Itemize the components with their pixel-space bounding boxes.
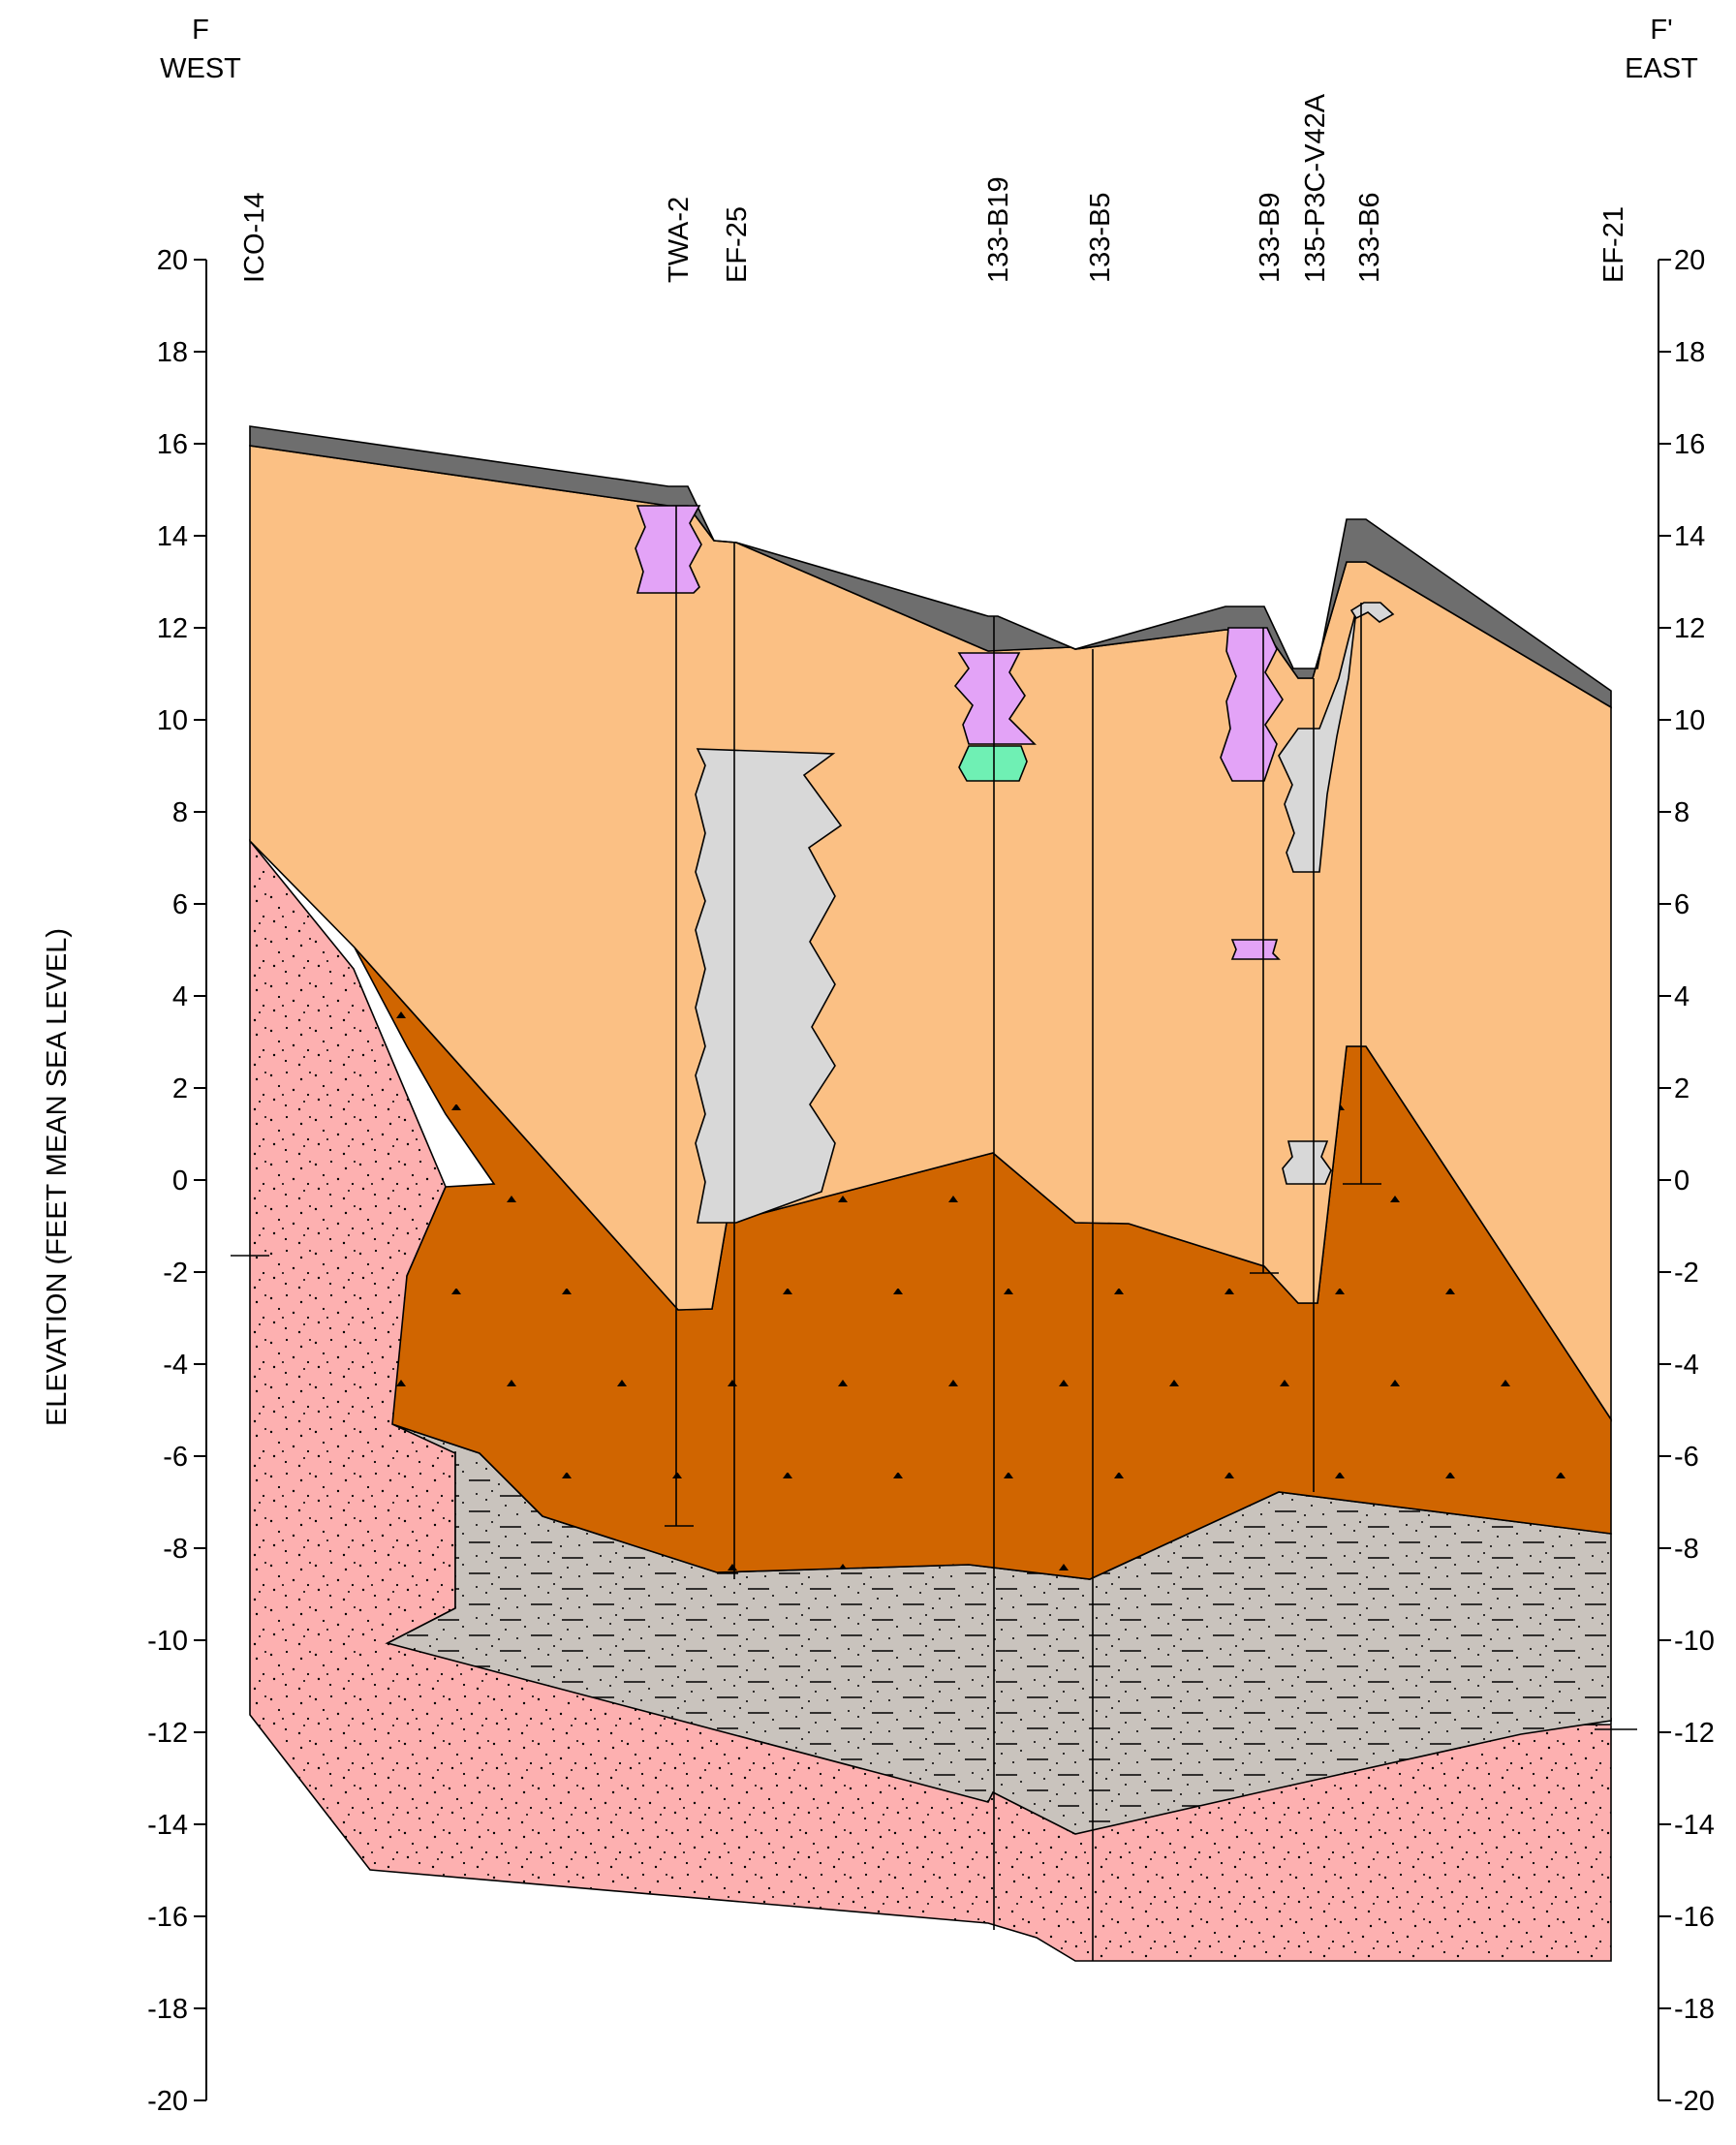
right-tick-label: 14: [1674, 521, 1705, 552]
left-axis: 20181614121086420-2-4-6-8-10-12-14-16-18…: [147, 245, 207, 2117]
right-tick-label: -18: [1674, 1994, 1715, 2025]
lens-gray-v42a: [1278, 609, 1357, 873]
lens-gray-ef25: [695, 748, 843, 1224]
right-axis: 20181614121086420-2-4-6-8-10-12-14-16-18…: [1658, 245, 1715, 2117]
boring-label: 133-B6: [1354, 192, 1385, 283]
right-tick-label: 0: [1674, 1166, 1690, 1197]
east-letter: F': [1650, 15, 1672, 46]
boring-label: ICO-14: [239, 193, 270, 283]
left-tick-label: -12: [147, 1718, 188, 1749]
right-tick-label: 4: [1674, 981, 1690, 1012]
east-label: EAST: [1625, 53, 1698, 84]
left-tick-label: -18: [147, 1994, 188, 2025]
right-tick-label: -4: [1674, 1350, 1699, 1381]
right-tick-label: 2: [1674, 1073, 1690, 1104]
left-tick-label: -8: [163, 1534, 188, 1565]
west-letter: F: [192, 15, 209, 46]
lens-green-b19: [958, 745, 1028, 782]
left-tick-label: -14: [147, 1810, 188, 1841]
left-tick-label: 0: [172, 1166, 188, 1197]
right-tick-label: 10: [1674, 705, 1705, 736]
lens-purple-b19: [953, 652, 1037, 745]
boring-label: 133-B5: [1085, 192, 1116, 283]
left-tick-label: -10: [147, 1626, 188, 1657]
lens-purple-twa2: [635, 505, 702, 594]
right-tick-label: -10: [1674, 1626, 1715, 1657]
left-tick-label: -4: [163, 1350, 188, 1381]
left-tick-label: 20: [157, 245, 188, 276]
left-tick-label: 16: [157, 429, 188, 460]
boring-label: TWA-2: [664, 197, 695, 283]
left-tick-label: -20: [147, 2086, 188, 2117]
left-tick-label: -2: [163, 1258, 188, 1289]
right-tick-label: 16: [1674, 429, 1705, 460]
right-tick-label: -8: [1674, 1534, 1699, 1565]
right-tick-label: -12: [1674, 1718, 1715, 1749]
left-tick-label: 18: [157, 337, 188, 368]
lens-purple-b9: [1220, 627, 1284, 782]
left-tick-label: -16: [147, 1902, 188, 1933]
left-tick-label: 8: [172, 797, 188, 828]
right-tick-label: 6: [1674, 889, 1690, 920]
right-tick-label: -14: [1674, 1810, 1715, 1841]
left-tick-label: 10: [157, 705, 188, 736]
left-tick-label: 2: [172, 1073, 188, 1104]
boring-label: 135-P3C-V42A: [1300, 93, 1331, 283]
boring-label: 133-B19: [983, 176, 1014, 283]
left-tick-label: -6: [163, 1442, 188, 1473]
boring-label: EF-25: [722, 206, 753, 283]
boring-lines: [231, 506, 1637, 1961]
right-tick-label: -6: [1674, 1442, 1699, 1473]
left-tick-label: 14: [157, 521, 188, 552]
right-tick-label: -16: [1674, 1902, 1715, 1933]
boring-labels: ICO-14 TWA-2 EF-25 133-B19 133-B5 133-B9 135-P…: [239, 93, 1629, 283]
right-tick-label: -2: [1674, 1258, 1699, 1289]
right-tick-label: 8: [1674, 797, 1690, 828]
lens-gray-b9-lower: [1282, 1140, 1332, 1185]
left-tick-label: 6: [172, 889, 188, 920]
right-tick-label: -20: [1674, 2086, 1715, 2117]
lens-purple-b9-small: [1230, 939, 1281, 960]
right-tick-label: 12: [1674, 613, 1705, 644]
boring-label: 133-B9: [1255, 192, 1286, 283]
left-tick-label: 4: [172, 981, 188, 1012]
y-axis-title: ELEVATION (FEET MEAN SEA LEVEL): [42, 928, 73, 1426]
right-tick-label: 18: [1674, 337, 1705, 368]
left-tick-label: 12: [157, 613, 188, 644]
west-label: WEST: [160, 53, 241, 84]
right-tick-label: 20: [1674, 245, 1705, 276]
boring-label: EF-21: [1598, 206, 1629, 283]
